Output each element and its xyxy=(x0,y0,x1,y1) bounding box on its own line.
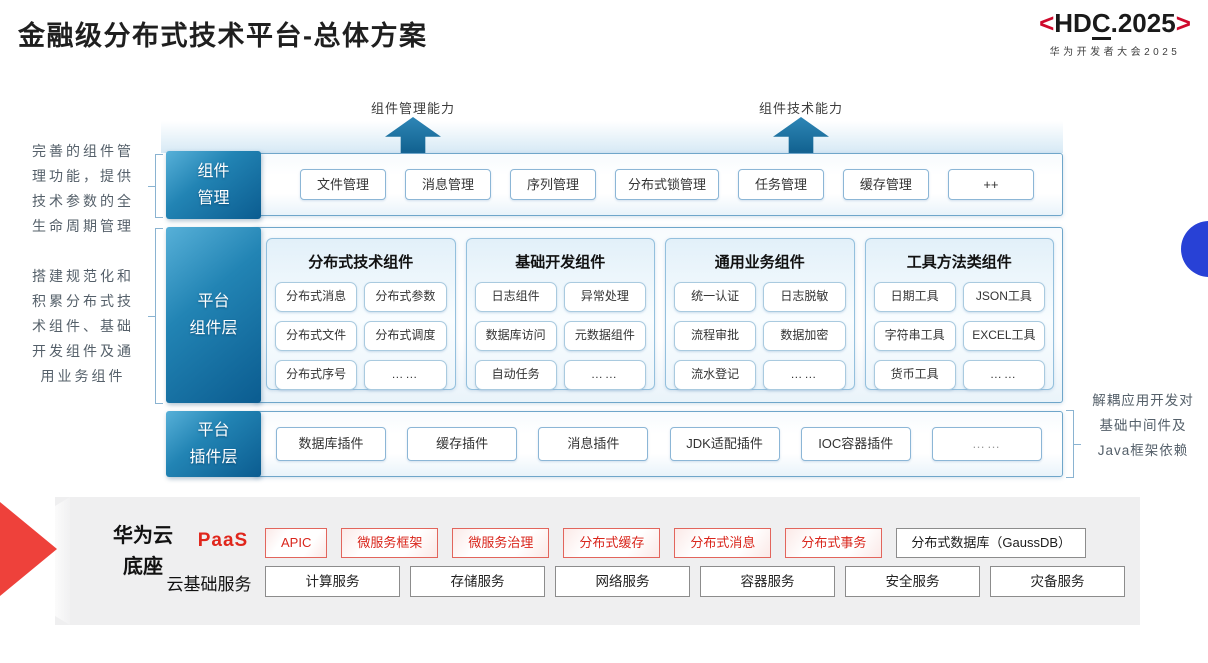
layer-box-platform-plugin: 数据库插件 缓存插件 消息插件 JDK适配插件 IOC容器插件 …… xyxy=(253,411,1063,477)
capability-label-technical: 组件技术能力 xyxy=(758,101,843,116)
node-distributed-scheduling: 分布式调度 xyxy=(364,321,447,351)
node-network-service: 网络服务 xyxy=(555,566,690,597)
node-ellipsis: …… xyxy=(962,360,1045,390)
node-apic: APIC xyxy=(265,528,328,558)
node-ellipsis: …… xyxy=(364,360,447,390)
node-microservice-governance: 微服务治理 xyxy=(452,528,550,558)
node-cache-plugin: 缓存插件 xyxy=(407,427,518,461)
node-storage-service: 存储服务 xyxy=(410,566,545,597)
top-gradient-band xyxy=(161,121,1063,153)
node-compute-service: 计算服务 xyxy=(265,566,400,597)
node-json-tool: JSON工具 xyxy=(962,282,1045,312)
node-distributed-message-paas: 分布式消息 xyxy=(674,528,772,558)
left-bracket xyxy=(148,228,163,404)
node-process-approval: 流程审批 xyxy=(674,321,757,351)
foundation-label: 华为云 底座 xyxy=(113,525,173,578)
group-title: 分布式技术组件 xyxy=(308,254,414,271)
node-database-plugin: 数据库插件 xyxy=(276,427,386,461)
annotation-component-management: 完善的组件管 理功能，提供 技术参数的全 生命周期管理 xyxy=(32,143,134,234)
node-disaster-recovery-service: 灾备服务 xyxy=(990,566,1125,597)
node-unified-auth: 统一认证 xyxy=(674,282,757,312)
node-auto-task: 自动任务 xyxy=(474,360,557,390)
hdc-2025-logo: <HDC.2025> 华为开发者大会2025 xyxy=(1024,8,1206,58)
node-ellipsis: …… xyxy=(763,360,846,390)
group-grid: 分布式消息 分布式参数 分布式文件 分布式调度 分布式序号 …… xyxy=(275,282,447,390)
node-excel-tool: EXCEL工具 xyxy=(962,321,1045,351)
layer-label-platform-plugin: 平台 插件层 xyxy=(166,411,261,477)
node-string-tool: 字符串工具 xyxy=(873,321,956,351)
node-database-access: 数据库访问 xyxy=(474,321,557,351)
hdc-logo-subtitle: 华为开发者大会2025 xyxy=(1049,47,1181,59)
group-common-business: 通用业务组件 统一认证 日志脱敏 流程审批 数据加密 流水登记 …… xyxy=(665,238,855,390)
layer-label-component-management: 组件 管理 xyxy=(166,151,261,219)
node-distributed-lock-management: 分布式锁管理 xyxy=(614,169,719,200)
logo-text-c-underlined: C xyxy=(1091,9,1111,41)
node-message-plugin: 消息插件 xyxy=(538,427,649,461)
capability-label-management: 组件管理能力 xyxy=(370,101,455,116)
logo-text-hd: HD xyxy=(1054,8,1092,38)
logo-text-year: .2025 xyxy=(1110,8,1176,38)
node-distributed-cache: 分布式缓存 xyxy=(563,528,661,558)
node-message-management: 消息管理 xyxy=(404,169,491,200)
node-cache-management: 缓存管理 xyxy=(842,169,929,200)
node-date-tool: 日期工具 xyxy=(873,282,956,312)
cloud-services-row: 计算服务 存储服务 网络服务 容器服务 安全服务 灾备服务 xyxy=(265,566,1125,597)
node-metadata-component: 元数据组件 xyxy=(563,321,646,351)
node-distributed-serial: 分布式序号 xyxy=(275,360,358,390)
cloud-basic-services-label: 云基础服务 xyxy=(166,575,252,594)
node-file-management: 文件管理 xyxy=(300,169,386,200)
node-distributed-parameter: 分布式参数 xyxy=(364,282,447,312)
layer-box-platform-component: 分布式技术组件 分布式消息 分布式参数 分布式文件 分布式调度 分布式序号 ……… xyxy=(253,227,1063,403)
node-distributed-file: 分布式文件 xyxy=(275,321,358,351)
node-log-component: 日志组件 xyxy=(474,282,557,312)
node-security-service: 安全服务 xyxy=(845,566,980,597)
node-distributed-transaction: 分布式事务 xyxy=(785,528,883,558)
group-distributed-tech: 分布式技术组件 分布式消息 分布式参数 分布式文件 分布式调度 分布式序号 …… xyxy=(266,238,456,390)
node-container-service: 容器服务 xyxy=(700,566,835,597)
node-log-masking: 日志脱敏 xyxy=(763,282,846,312)
red-arrow-icon xyxy=(0,502,57,596)
node-plus-plus: ++ xyxy=(947,169,1034,200)
group-title: 基础开发组件 xyxy=(515,254,606,271)
right-bracket xyxy=(1066,410,1081,478)
group-grid: 统一认证 日志脱敏 流程审批 数据加密 流水登记 …… xyxy=(674,282,846,390)
panel-bevel xyxy=(55,497,70,625)
group-basic-dev: 基础开发组件 日志组件 异常处理 数据库访问 元数据组件 自动任务 …… xyxy=(465,238,655,390)
left-bracket xyxy=(148,154,163,218)
paas-services-row: APIC 微服务框架 微服务治理 分布式缓存 分布式消息 分布式事务 分布式数据… xyxy=(265,528,1087,558)
node-task-management: 任务管理 xyxy=(737,169,824,200)
node-jdk-adapter-plugin: JDK适配插件 xyxy=(669,427,780,461)
node-ellipsis: …… xyxy=(563,360,646,390)
node-exception-handling: 异常处理 xyxy=(563,282,646,312)
layer-box-component-management: 文件管理 消息管理 序列管理 分布式锁管理 任务管理 缓存管理 ++ xyxy=(253,153,1063,216)
node-distributed-message: 分布式消息 xyxy=(275,282,358,312)
node-ellipsis: …… xyxy=(931,427,1042,461)
node-sequence-management: 序列管理 xyxy=(509,169,596,200)
huawei-cloud-foundation-panel xyxy=(55,497,1140,625)
blue-circle-decoration xyxy=(1181,221,1208,277)
logo-left-bracket: < xyxy=(1039,8,1055,38)
node-gaussdb: 分布式数据库（GaussDB） xyxy=(896,528,1087,558)
group-utility-tools: 工具方法类组件 日期工具 JSON工具 字符串工具 EXCEL工具 货币工具 …… xyxy=(864,238,1054,390)
node-data-encryption: 数据加密 xyxy=(763,321,846,351)
group-grid: 日期工具 JSON工具 字符串工具 EXCEL工具 货币工具 …… xyxy=(873,282,1045,390)
group-title: 工具方法类组件 xyxy=(906,254,1012,271)
layer-label-platform-component: 平台 组件层 xyxy=(166,227,261,403)
group-title: 通用业务组件 xyxy=(714,254,805,271)
node-journal-register: 流水登记 xyxy=(674,360,757,390)
node-currency-tool: 货币工具 xyxy=(873,360,956,390)
annotation-platform-components: 搭建规范化和 积累分布式技 术组件、基础 开发组件及通 用业务组件 xyxy=(32,268,134,384)
annotation-decouple: 解耦应用开发对 基础中间件及 Java框架依赖 xyxy=(1092,393,1194,458)
paas-label: PaaS xyxy=(197,530,249,551)
hdc-logo-wordmark: <HDC.2025> xyxy=(1024,8,1206,41)
node-microservice-framework: 微服务框架 xyxy=(341,528,439,558)
group-grid: 日志组件 异常处理 数据库访问 元数据组件 自动任务 …… xyxy=(474,282,646,390)
page-title: 金融级分布式技术平台-总体方案 xyxy=(18,21,428,51)
logo-right-bracket: > xyxy=(1175,8,1191,38)
node-ioc-container-plugin: IOC容器插件 xyxy=(800,427,911,461)
